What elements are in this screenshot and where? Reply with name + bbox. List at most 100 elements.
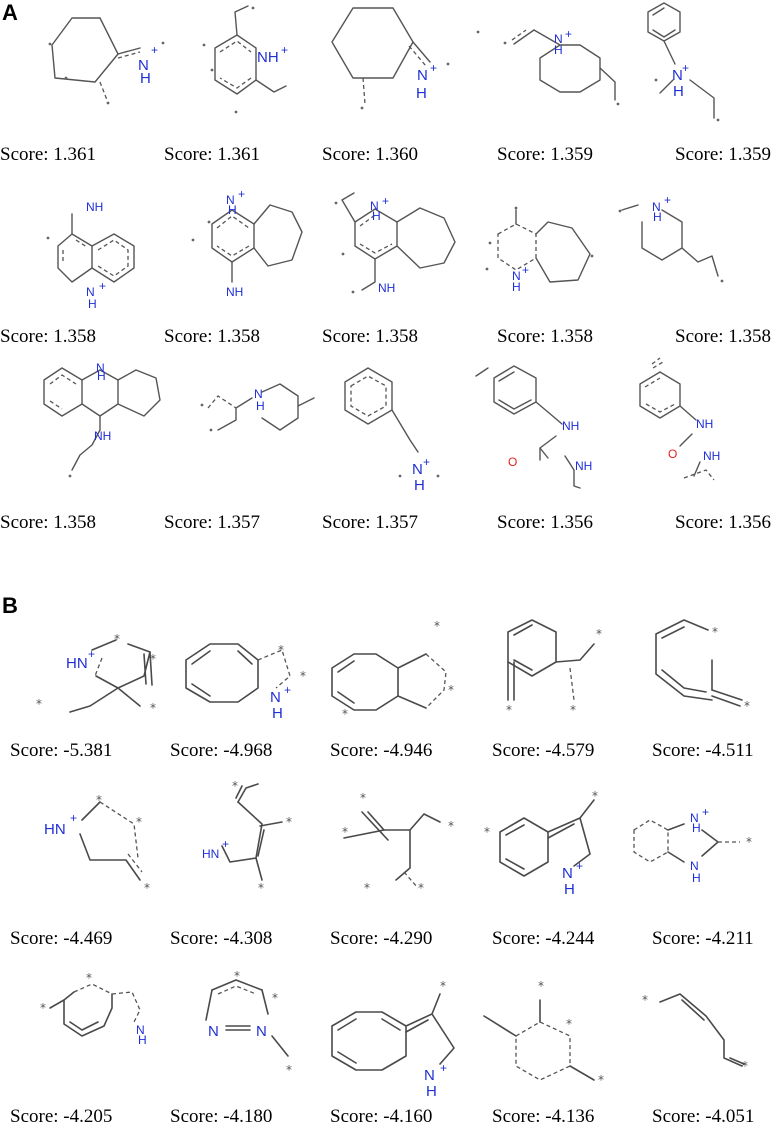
molecule-b2: * * N H + <box>185 643 306 722</box>
atom-label: N <box>208 1023 219 1040</box>
atom-label: H <box>88 297 97 311</box>
atom-label: HN <box>44 821 66 838</box>
atom-label: HN <box>66 655 88 672</box>
atom-label: + <box>664 193 671 207</box>
atom-label: NH <box>562 419 579 433</box>
atom-label: N <box>270 689 281 706</box>
molecule-b13: * N H + <box>331 979 455 1100</box>
panel-a-label: A <box>2 0 18 25</box>
atom-label: H <box>673 83 684 100</box>
atom-label: N <box>370 199 379 213</box>
score-label: Score: -4.511 <box>652 740 754 761</box>
atom-label: + <box>151 43 158 57</box>
wildcard: * <box>36 697 42 711</box>
molecule-a13: N H + <box>344 367 440 494</box>
score-label: Score: -4.051 <box>652 1106 754 1127</box>
wildcard: * <box>144 881 150 895</box>
wildcard: * <box>598 1073 604 1087</box>
wildcard: * <box>418 881 424 895</box>
score-label: Score: 1.358 <box>497 326 593 347</box>
atom-label: H <box>97 369 106 383</box>
wildcard: * <box>86 971 92 985</box>
score-label: Score: -4.211 <box>652 928 754 949</box>
wildcard: * <box>286 815 292 829</box>
score-label: Score: -4.205 <box>10 1106 112 1127</box>
atom-label: N <box>412 461 423 478</box>
atom-label: H <box>692 821 701 835</box>
atom-label: H <box>512 280 521 294</box>
wildcard: * <box>286 1063 292 1077</box>
wildcard: * <box>96 793 102 807</box>
wildcard: * <box>234 969 240 983</box>
score-label: Score: -4.290 <box>330 928 432 949</box>
atom-label: + <box>222 837 229 851</box>
panel-b-label: B <box>2 593 18 618</box>
score-label: Score: 1.361 <box>0 144 96 165</box>
wildcard: * <box>258 881 264 895</box>
atom-label: H <box>272 705 283 722</box>
atom-label: NH <box>703 449 720 463</box>
atom-label: H <box>372 209 381 223</box>
molecule-b15: * * <box>642 993 748 1073</box>
atom-label: NH <box>94 429 111 443</box>
molecule-b6: * * * HN + <box>44 793 150 895</box>
molecule-b5: * * <box>655 619 750 713</box>
score-label: Score: 1.359 <box>675 144 771 165</box>
molecule-b1: * * * * HN + <box>36 632 156 715</box>
wildcard: * <box>114 632 120 646</box>
molecule-a12: N H <box>200 383 315 432</box>
atom-label: + <box>576 859 583 873</box>
molecule-a5: N H + <box>647 2 720 122</box>
score-label: Score: 1.356 <box>497 512 593 533</box>
atom-label: N <box>672 67 683 84</box>
atom-label: H <box>140 70 151 87</box>
atom-label: N <box>226 193 235 207</box>
score-label: Score: -4.968 <box>170 740 272 761</box>
wildcard: * <box>570 703 576 717</box>
molecule-a4: N H + <box>476 27 620 106</box>
molecule-b7: * * * HN + <box>202 779 292 895</box>
wildcard: * <box>150 652 156 666</box>
atom-label: H <box>256 399 265 413</box>
score-label: Score: -4.469 <box>10 928 112 949</box>
atom-label: NH <box>696 417 713 431</box>
wildcard: * <box>566 1017 572 1031</box>
atom-label: + <box>382 194 389 208</box>
atom-label: N <box>562 865 573 882</box>
score-label: Score: 1.357 <box>322 512 418 533</box>
wildcard: * <box>742 1059 748 1073</box>
molecule-b12: * * * N N <box>205 969 292 1077</box>
atom-label: H <box>228 203 237 217</box>
atom-label: + <box>88 647 95 661</box>
atom-label: N <box>690 859 699 873</box>
atom-label: + <box>238 187 245 201</box>
wildcard: * <box>300 669 306 683</box>
atom-label: H <box>564 881 575 898</box>
atom-label: N <box>86 285 95 299</box>
molecule-a9: N H + <box>485 206 594 294</box>
score-label: Score: 1.361 <box>164 144 260 165</box>
wildcard: * <box>596 627 602 641</box>
atom-label: HN <box>202 847 219 861</box>
molecule-a1: N H + <box>48 17 165 105</box>
atom-label: H <box>653 210 662 224</box>
atom-label: NH <box>378 281 395 295</box>
score-label: Score: -4.180 <box>170 1106 272 1127</box>
score-label: Score: -4.946 <box>330 740 432 761</box>
score-label: Score: -4.160 <box>330 1106 432 1127</box>
atom-label: N <box>138 57 149 74</box>
atom-label: + <box>284 683 291 697</box>
atom-label: N <box>512 269 521 283</box>
molecule-b10: * N H + N H <box>633 805 752 885</box>
atom-label: + <box>522 263 529 277</box>
atom-label: N <box>256 1023 267 1040</box>
atom-label: NH <box>226 285 243 299</box>
atom-label: N <box>424 1067 435 1084</box>
molecule-a6: NH N H + <box>46 200 135 311</box>
molecule-b11: * * N H <box>40 971 147 1047</box>
score-label: Score: 1.356 <box>675 512 771 533</box>
atom-label: N <box>136 1023 145 1037</box>
atom-label: + <box>99 279 106 293</box>
molecule-b14: * * * <box>483 979 604 1087</box>
atom-label: + <box>702 805 709 819</box>
